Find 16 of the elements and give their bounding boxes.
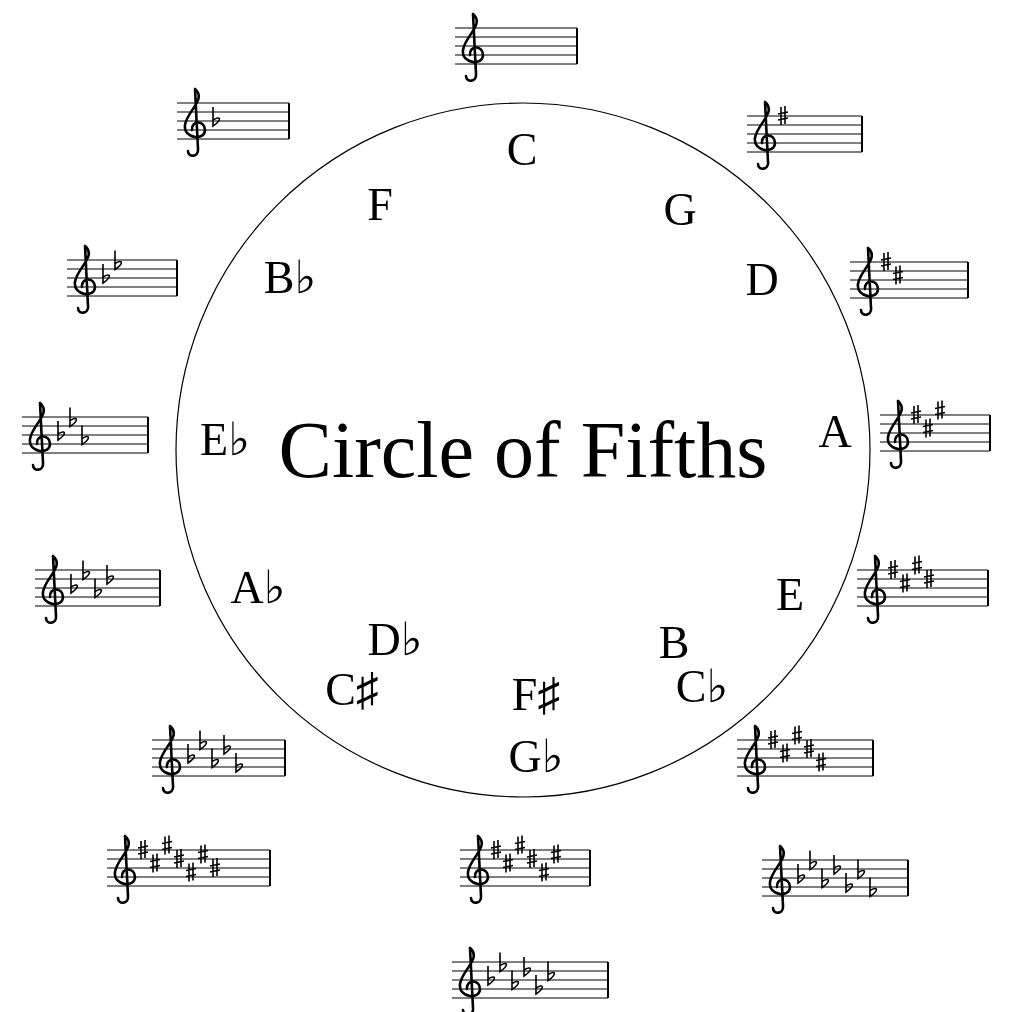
key-name: A♭ [230, 565, 286, 611]
key-name: F♯ [511, 672, 561, 718]
key-name: G♭ [508, 734, 564, 780]
key-name: D♭ [367, 617, 423, 663]
key-name: E [775, 572, 805, 618]
key-name: B [658, 620, 690, 666]
key-name: E♭ [200, 417, 250, 463]
key-name: D [745, 257, 779, 303]
key-name: G [663, 187, 697, 233]
key-name: C♯ [325, 667, 379, 713]
diagram-title: Circle of Fifths [278, 410, 768, 490]
key-name: A [818, 409, 852, 455]
key-name: C [506, 127, 538, 173]
key-name: F [367, 182, 393, 228]
key-name: B♭ [263, 255, 317, 301]
key-name: C♭ [675, 664, 729, 710]
